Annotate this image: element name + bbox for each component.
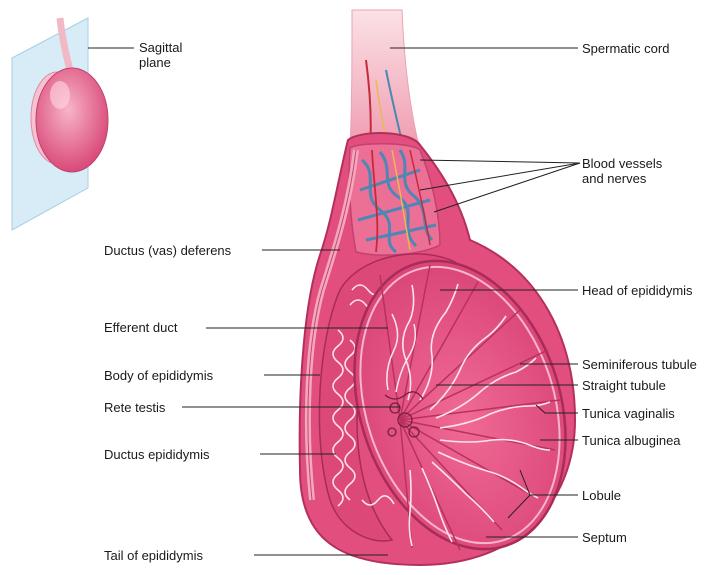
label-efferent-duct: Efferent duct xyxy=(104,320,177,335)
label-ductus-deferens: Ductus (vas) deferens xyxy=(104,243,231,258)
label-tail-epididymis: Tail of epididymis xyxy=(104,548,203,563)
label-lobule: Lobule xyxy=(582,488,621,503)
label-rete-testis: Rete testis xyxy=(104,400,165,415)
inset-testis xyxy=(36,68,108,172)
label-seminiferous-tubule: Seminiferous tubule xyxy=(582,357,697,372)
label-spermatic-cord: Spermatic cord xyxy=(582,41,669,56)
label-septum: Septum xyxy=(582,530,627,545)
label-blood-vessels-nerves: Blood vessels and nerves xyxy=(582,156,662,186)
label-sagittal-plane: Sagittal plane xyxy=(139,40,182,70)
leader-blood-vessels xyxy=(420,160,580,163)
label-body-epididymis: Body of epididymis xyxy=(104,368,213,383)
label-tunica-vaginalis: Tunica vaginalis xyxy=(582,406,675,421)
cord-body xyxy=(350,10,420,150)
label-ductus-epididymis: Ductus epididymis xyxy=(104,447,210,462)
spermatic-cord-illustration xyxy=(350,10,420,150)
label-head-epididymis: Head of epididymis xyxy=(582,283,693,298)
label-straight-tubule: Straight tubule xyxy=(582,378,666,393)
label-tunica-albuginea: Tunica albuginea xyxy=(582,433,681,448)
sagittal-plane-inset xyxy=(12,18,108,230)
inset-highlight xyxy=(50,81,70,109)
